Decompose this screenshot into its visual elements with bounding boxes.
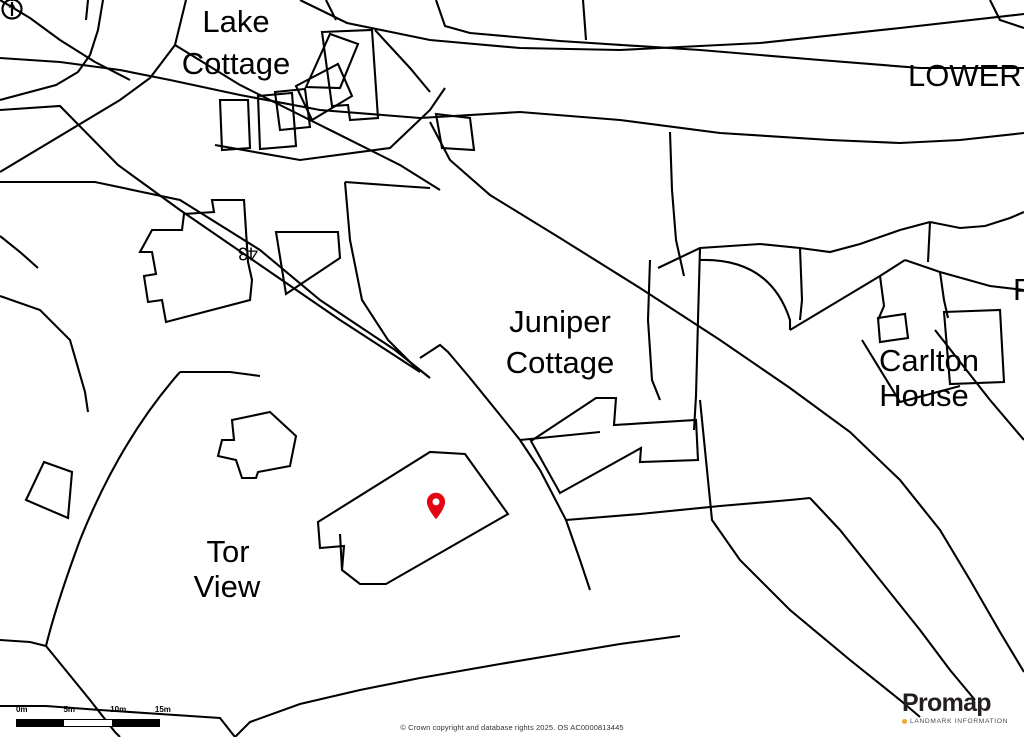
promap-tagline-row: LANDMARK INFORMATION [902, 718, 1014, 725]
plots-middle [343, 180, 976, 718]
promap-logo: Promap LANDMARK INFORMATION [902, 691, 1014, 725]
map-text-labels: Lake Cottage Juniper Cottage Carlton Hou… [182, 4, 1024, 604]
scale-tick-15: 15m [154, 705, 171, 714]
label-lake-cottage-line2: Cottage [182, 46, 291, 81]
promap-tagline: LANDMARK INFORMATION [910, 718, 1009, 725]
property-marker-pin[interactable] [426, 492, 446, 520]
label-partial-right-edge: P [1013, 272, 1024, 307]
north-arrow-icon [0, 0, 46, 44]
label-carlton-house-line1: Carlton [879, 343, 979, 378]
buildings-lake-cottage [0, 0, 476, 379]
building-juniper-cottage [529, 396, 700, 495]
scale-segment-3 [111, 720, 159, 726]
scale-tick-5: 5m [63, 705, 76, 714]
scale-tick-0: 0m [15, 705, 28, 714]
label-carlton-house-line2: House [879, 378, 969, 413]
label-tor-view-line1: Tor [206, 534, 249, 569]
field-boundaries-topleft [0, 0, 441, 373]
road-network [0, 0, 1024, 145]
plots-left [0, 235, 681, 737]
label-juniper-cottage-line1: Juniper [509, 304, 611, 339]
scale-segment-1 [17, 720, 65, 726]
label-tor-view-line2: View [194, 569, 261, 604]
label-lake-cottage-line1: Lake [202, 4, 269, 39]
label-lower-road: LOWER [908, 58, 1022, 93]
scale-bar-ticks: 0m 5m 10m 15m [15, 705, 171, 715]
promap-wordmark: Promap [902, 689, 992, 717]
copyright-notice: © Crown copyright and database rights 20… [400, 723, 624, 732]
promap-dot-icon [902, 719, 907, 724]
buildings-left [24, 198, 510, 586]
plots-centre-right [646, 211, 1024, 441]
label-plot-number-43: 43 [238, 243, 258, 263]
scale-segment-2 [64, 720, 112, 726]
scale-tick-10: 10m [110, 705, 127, 714]
label-juniper-cottage-line2: Cottage [506, 345, 615, 380]
scale-bar: 0m 5m 10m 15m [15, 705, 171, 727]
scale-bar-track [16, 719, 160, 727]
